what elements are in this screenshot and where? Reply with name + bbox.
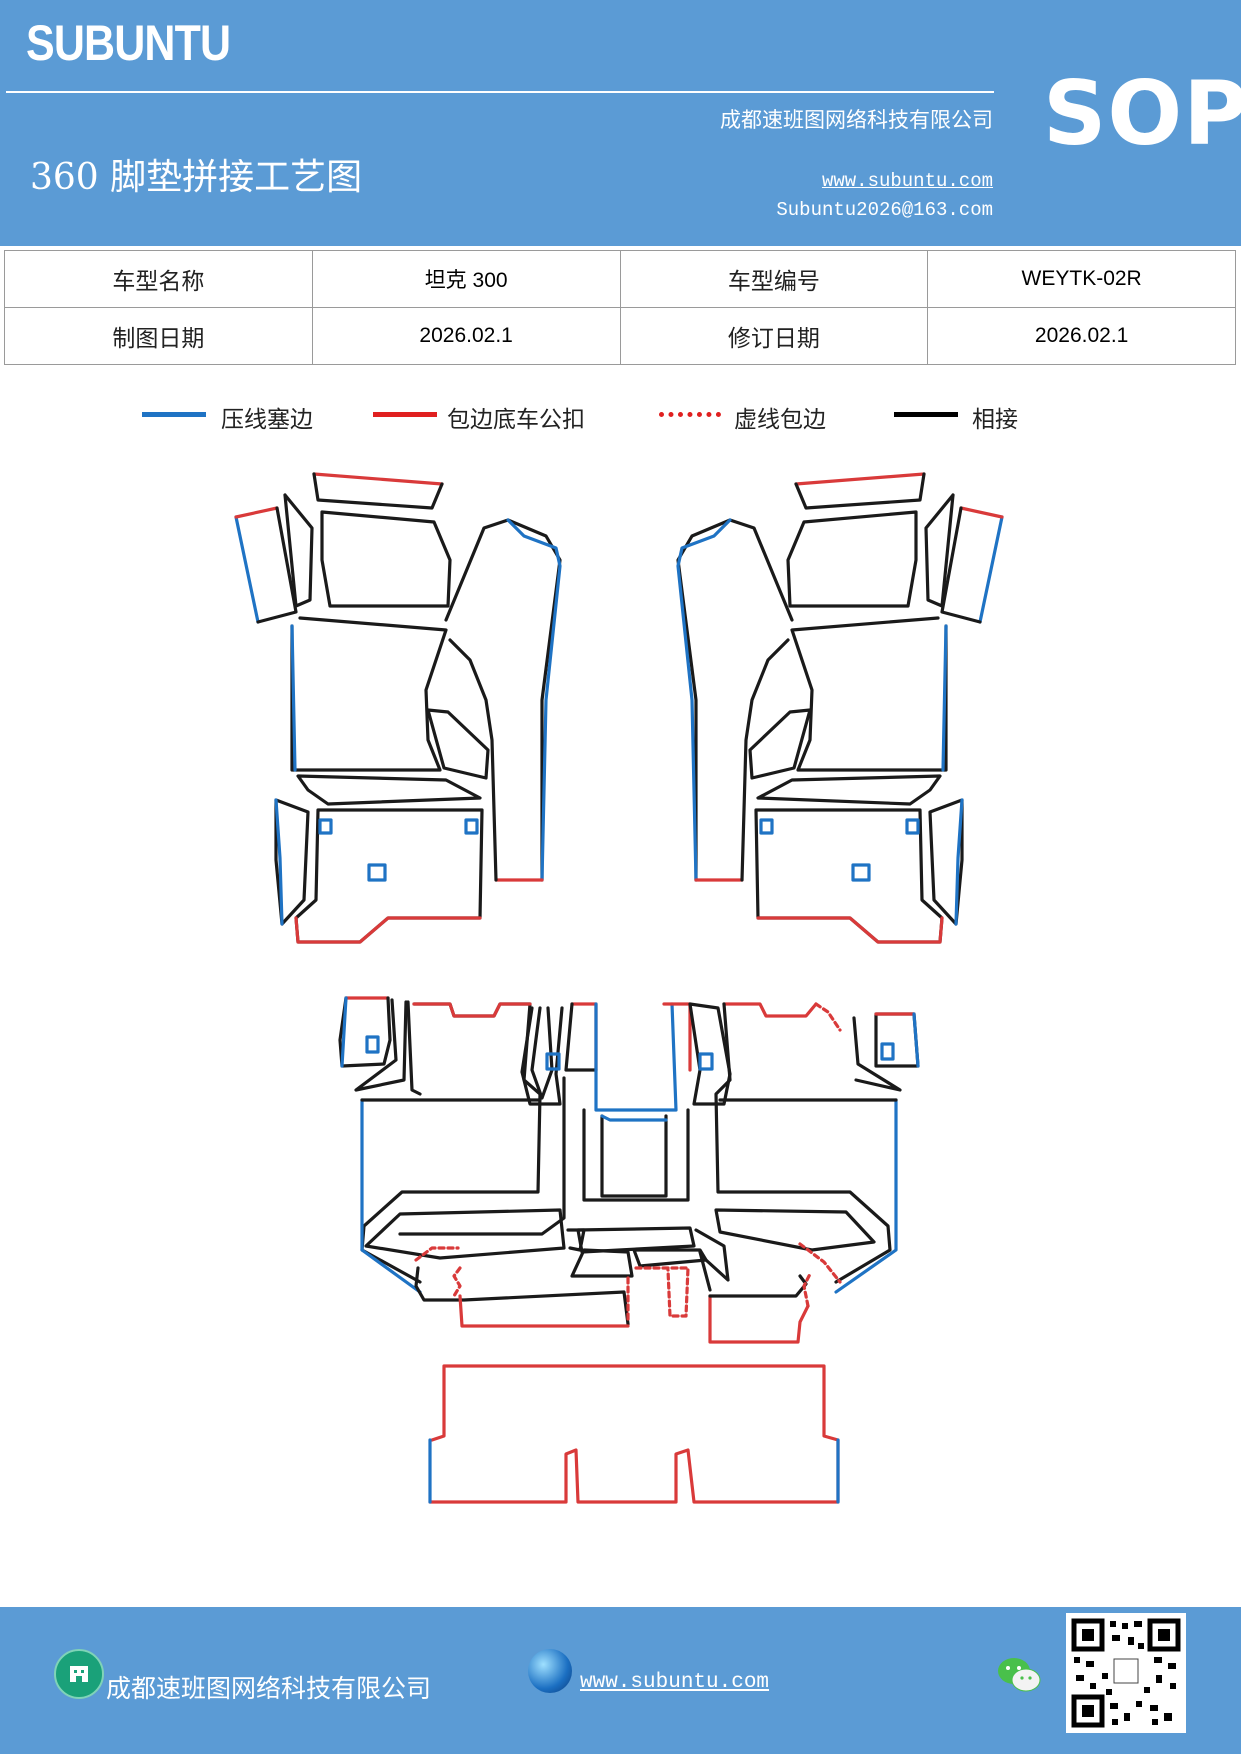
draw-date-label: 制图日期 — [4, 307, 313, 365]
legend-label: 虚线包边 — [734, 407, 826, 433]
footer-website-link[interactable]: www.subuntu.com — [580, 1671, 770, 1694]
footer-banner: 成都速班图网络科技有限公司 www.subuntu.com — [0, 1607, 1241, 1754]
header-divider — [6, 91, 994, 93]
vehicle-info-table: 车型名称 坦克 300 车型编号 WEYTK-02R 制图日期 2026.02.… — [4, 250, 1236, 365]
revise-date-label: 修订日期 — [619, 307, 929, 365]
brand-logo: SUBUNTU — [26, 15, 231, 71]
header-banner: SUBUNTU SOP 360 脚垫拼接工艺图 成都速班图网络科技有限公司 ww… — [0, 0, 1241, 246]
model-code-value: WEYTK-02R — [927, 250, 1236, 308]
footer-company: 成都速班图网络科技有限公司 — [106, 1674, 432, 1703]
wechat-icon[interactable] — [996, 1655, 1042, 1695]
mat-front-left — [234, 472, 562, 944]
document-title: 360 脚垫拼接工艺图 — [30, 157, 363, 198]
header-website-link[interactable]: www.subuntu.com — [821, 170, 993, 192]
table-row: 车型名称 坦克 300 车型编号 WEYTK-02R — [4, 250, 1236, 308]
revise-date-value: 2026.02.1 — [927, 307, 1236, 365]
legend-label: 相接 — [972, 407, 1018, 433]
mat-third-row — [428, 1364, 840, 1504]
qr-code[interactable] — [1066, 1613, 1186, 1733]
table-row: 制图日期 2026.02.1 修订日期 2026.02.1 — [4, 307, 1236, 365]
legend-swatch — [373, 412, 437, 417]
header-email: Subuntu2026@163.com — [776, 199, 993, 221]
model-name-value: 坦克 300 — [311, 250, 621, 308]
header-company: 成都速班图网络科技有限公司 — [720, 108, 993, 132]
legend-swatch — [894, 412, 958, 417]
sop-label: SOP — [1043, 62, 1241, 165]
globe-icon — [528, 1649, 572, 1693]
draw-date-value: 2026.02.1 — [311, 307, 621, 365]
building-icon — [54, 1649, 104, 1699]
legend-swatch — [659, 412, 721, 417]
legend-label: 包边底车公扣 — [447, 407, 585, 433]
legend-swatch — [142, 412, 206, 417]
legend-label: 压线塞边 — [221, 407, 313, 433]
mat-rear — [338, 996, 920, 1344]
model-code-label: 车型编号 — [619, 250, 929, 308]
model-name-label: 车型名称 — [4, 250, 313, 308]
mat-front-right — [676, 472, 1004, 944]
line-legend: 压线塞边 包边底车公扣 虚线包边 相接 — [0, 400, 1241, 440]
